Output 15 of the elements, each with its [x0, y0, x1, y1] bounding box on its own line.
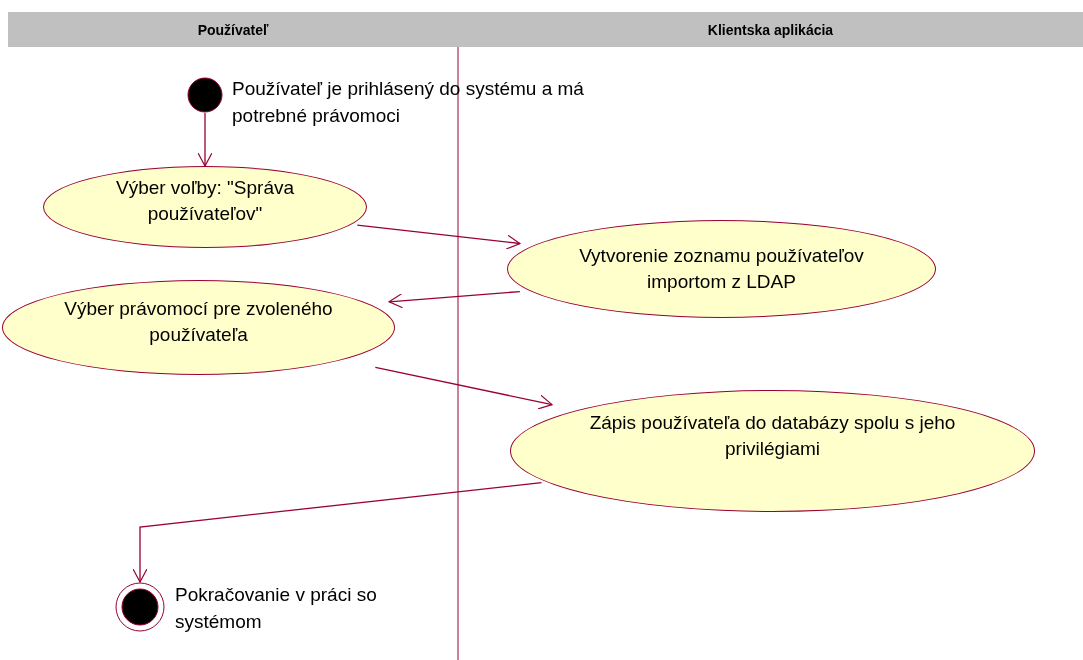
activity-box: Výber voľby: "Správa používateľov": [43, 166, 367, 248]
arrow: [388, 290, 521, 309]
arrow: [374, 366, 553, 410]
arrow: [132, 482, 543, 583]
arrow: [356, 224, 521, 250]
final-node: [115, 582, 165, 632]
activity-box: Zápis používateľa do databázy spolu s jeho privilégiami: [510, 390, 1035, 512]
arrow: [197, 112, 213, 167]
swimlane-header: Používateľ: [8, 12, 458, 47]
swimlane-header: Klientska aplikácia: [458, 12, 1083, 47]
activity-box: Výber právomocí pre zvoleného používateľa: [2, 280, 395, 375]
node-caption: Pokračovanie v práci so systémom: [175, 583, 378, 634]
node-caption: Používateľ je prihlásený do systému a má potrebné právomoci: [232, 77, 585, 128]
initial-node: [187, 77, 223, 113]
activity-box: Vytvorenie zoznamu používateľov importom z LDAP: [507, 220, 936, 318]
